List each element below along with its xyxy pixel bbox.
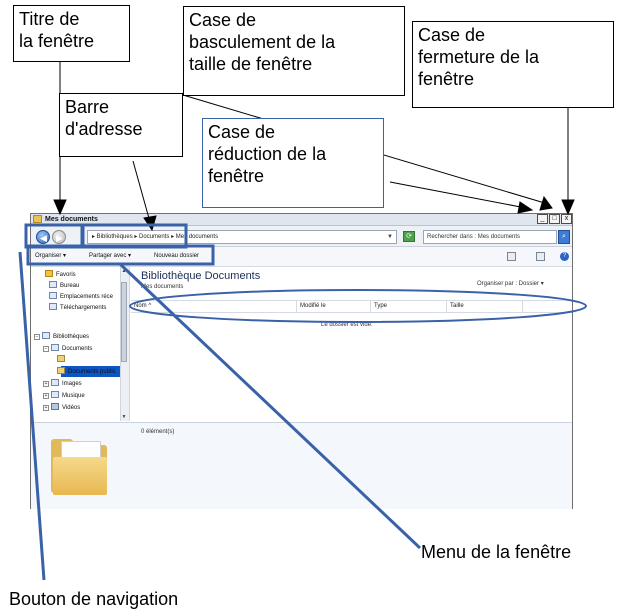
address-path: ▸ Bibliothèques ▸ Documents ▸ Mes docume… bbox=[92, 234, 219, 240]
sidebar-item-libraries[interactable]: −Bibliothèques bbox=[34, 332, 90, 340]
explorer-window: Mes documents _ □ x ◀ ▶ ▸ Bibliothèques … bbox=[30, 213, 573, 509]
label-close-box: Case de fermeture de la fenêtre bbox=[412, 21, 614, 108]
navigation-bar: ◀ ▶ ▸ Bibliothèques ▸ Documents ▸ Mes do… bbox=[31, 226, 572, 247]
close-button[interactable]: x bbox=[561, 214, 572, 224]
expand-icon[interactable]: + bbox=[43, 381, 49, 387]
title-bar[interactable]: Mes documents _ □ x bbox=[31, 214, 572, 226]
recent-places-icon bbox=[49, 292, 57, 299]
navigation-pane: Favoris Bureau Emplacements réce Télécha… bbox=[31, 267, 130, 421]
command-bar: Organiser ▾ Partager avec ▾ Nouveau doss… bbox=[31, 247, 572, 267]
collapse-icon[interactable]: − bbox=[34, 334, 40, 340]
expand-icon[interactable]: + bbox=[43, 405, 49, 411]
pictures-icon bbox=[51, 379, 59, 386]
forward-button[interactable]: ▶ bbox=[52, 230, 66, 244]
library-subtitle: Mes documents bbox=[141, 284, 184, 290]
arrow-left-icon: ◀ bbox=[40, 233, 47, 243]
arrange-by-dropdown[interactable]: Organiser par : Dossier ▾ bbox=[477, 281, 544, 287]
large-folder-icon bbox=[51, 435, 107, 495]
window-title: Mes documents bbox=[45, 216, 98, 223]
folder-icon bbox=[33, 215, 42, 223]
label-maximize-box: Case de basculement de la taille de fenê… bbox=[183, 6, 405, 96]
back-button[interactable]: ◀ bbox=[36, 230, 50, 244]
search-icon[interactable]: ⌕ bbox=[558, 230, 570, 244]
sidebar-item-music[interactable]: +Musique bbox=[43, 391, 85, 399]
address-bar[interactable]: ▸ Bibliothèques ▸ Documents ▸ Mes docume… bbox=[87, 230, 397, 244]
details-pane: 0 élément(s) bbox=[31, 422, 572, 509]
scrollbar-thumb[interactable] bbox=[121, 282, 127, 362]
refresh-icon[interactable]: ⟳ bbox=[403, 231, 415, 242]
preview-pane-icon[interactable] bbox=[536, 252, 545, 261]
desktop-icon bbox=[49, 281, 57, 288]
new-folder-button[interactable]: Nouveau dossier bbox=[154, 253, 200, 259]
collapse-icon[interactable]: − bbox=[43, 346, 49, 352]
sidebar-item-recent[interactable]: Emplacements réce bbox=[49, 292, 113, 302]
star-icon bbox=[45, 270, 53, 277]
column-size[interactable]: Taille bbox=[447, 301, 523, 312]
maximize-button[interactable]: □ bbox=[549, 214, 560, 224]
downloads-icon bbox=[49, 303, 57, 310]
sidebar-item-bureau[interactable]: Bureau bbox=[49, 281, 79, 291]
library-icon bbox=[42, 332, 50, 339]
expand-icon[interactable]: + bbox=[43, 393, 49, 399]
videos-icon bbox=[51, 403, 59, 410]
music-icon bbox=[51, 391, 59, 398]
organize-menu[interactable]: Organiser ▾ bbox=[35, 253, 67, 259]
sidebar-item-downloads[interactable]: Téléchargements bbox=[49, 303, 106, 313]
search-input[interactable]: Rechercher dans : Mes documents bbox=[423, 230, 557, 244]
sidebar-item-public-documents[interactable]: Documents public bbox=[57, 367, 116, 377]
item-count: 0 élément(s) bbox=[141, 429, 175, 435]
help-icon[interactable]: ? bbox=[560, 252, 569, 261]
label-minimize-box: Case de réduction de la fenêtre bbox=[202, 118, 384, 208]
scroll-down-icon[interactable]: ▼ bbox=[121, 414, 127, 420]
label-navigation-button: Bouton de navigation bbox=[9, 589, 179, 609]
documents-icon bbox=[51, 344, 59, 351]
content-pane: Bibliothèque Documents Mes documents Org… bbox=[131, 267, 572, 421]
label-window-title: Titre de la fenêtre bbox=[13, 5, 130, 62]
sidebar-item-my-documents[interactable]: Mes documents bbox=[57, 355, 110, 365]
view-options-icon[interactable] bbox=[507, 252, 516, 261]
arrow-right-icon: ▶ bbox=[56, 233, 63, 243]
selection-highlight bbox=[61, 366, 127, 377]
scroll-up-icon[interactable]: ▲ bbox=[121, 268, 127, 274]
sidebar-item-videos[interactable]: +Vidéos bbox=[43, 403, 81, 411]
folder-icon bbox=[57, 367, 65, 374]
column-modified[interactable]: Modifié le bbox=[297, 301, 371, 312]
empty-folder-message: Le dossier est vide. bbox=[321, 322, 373, 328]
callout-line-minimize bbox=[389, 181, 527, 209]
column-header: Nom ^ Modifié le Type Taille bbox=[131, 300, 572, 313]
column-name[interactable]: Nom ^ bbox=[131, 301, 297, 312]
sidebar-item-images[interactable]: +Images bbox=[43, 379, 82, 387]
minimize-button[interactable]: _ bbox=[537, 214, 548, 224]
share-menu[interactable]: Partager avec ▾ bbox=[89, 253, 132, 259]
label-window-menu: Menu de la fenêtre bbox=[421, 542, 572, 562]
sidebar-item-documents[interactable]: −Documents bbox=[43, 344, 93, 352]
library-title: Bibliothèque Documents bbox=[141, 270, 261, 282]
folder-icon bbox=[57, 355, 65, 362]
label-address-bar: Barre d'adresse bbox=[59, 93, 183, 157]
column-type[interactable]: Type bbox=[371, 301, 447, 312]
sidebar-item-favoris[interactable]: Favoris bbox=[45, 270, 76, 280]
chevron-down-icon[interactable]: ▼ bbox=[387, 234, 393, 240]
